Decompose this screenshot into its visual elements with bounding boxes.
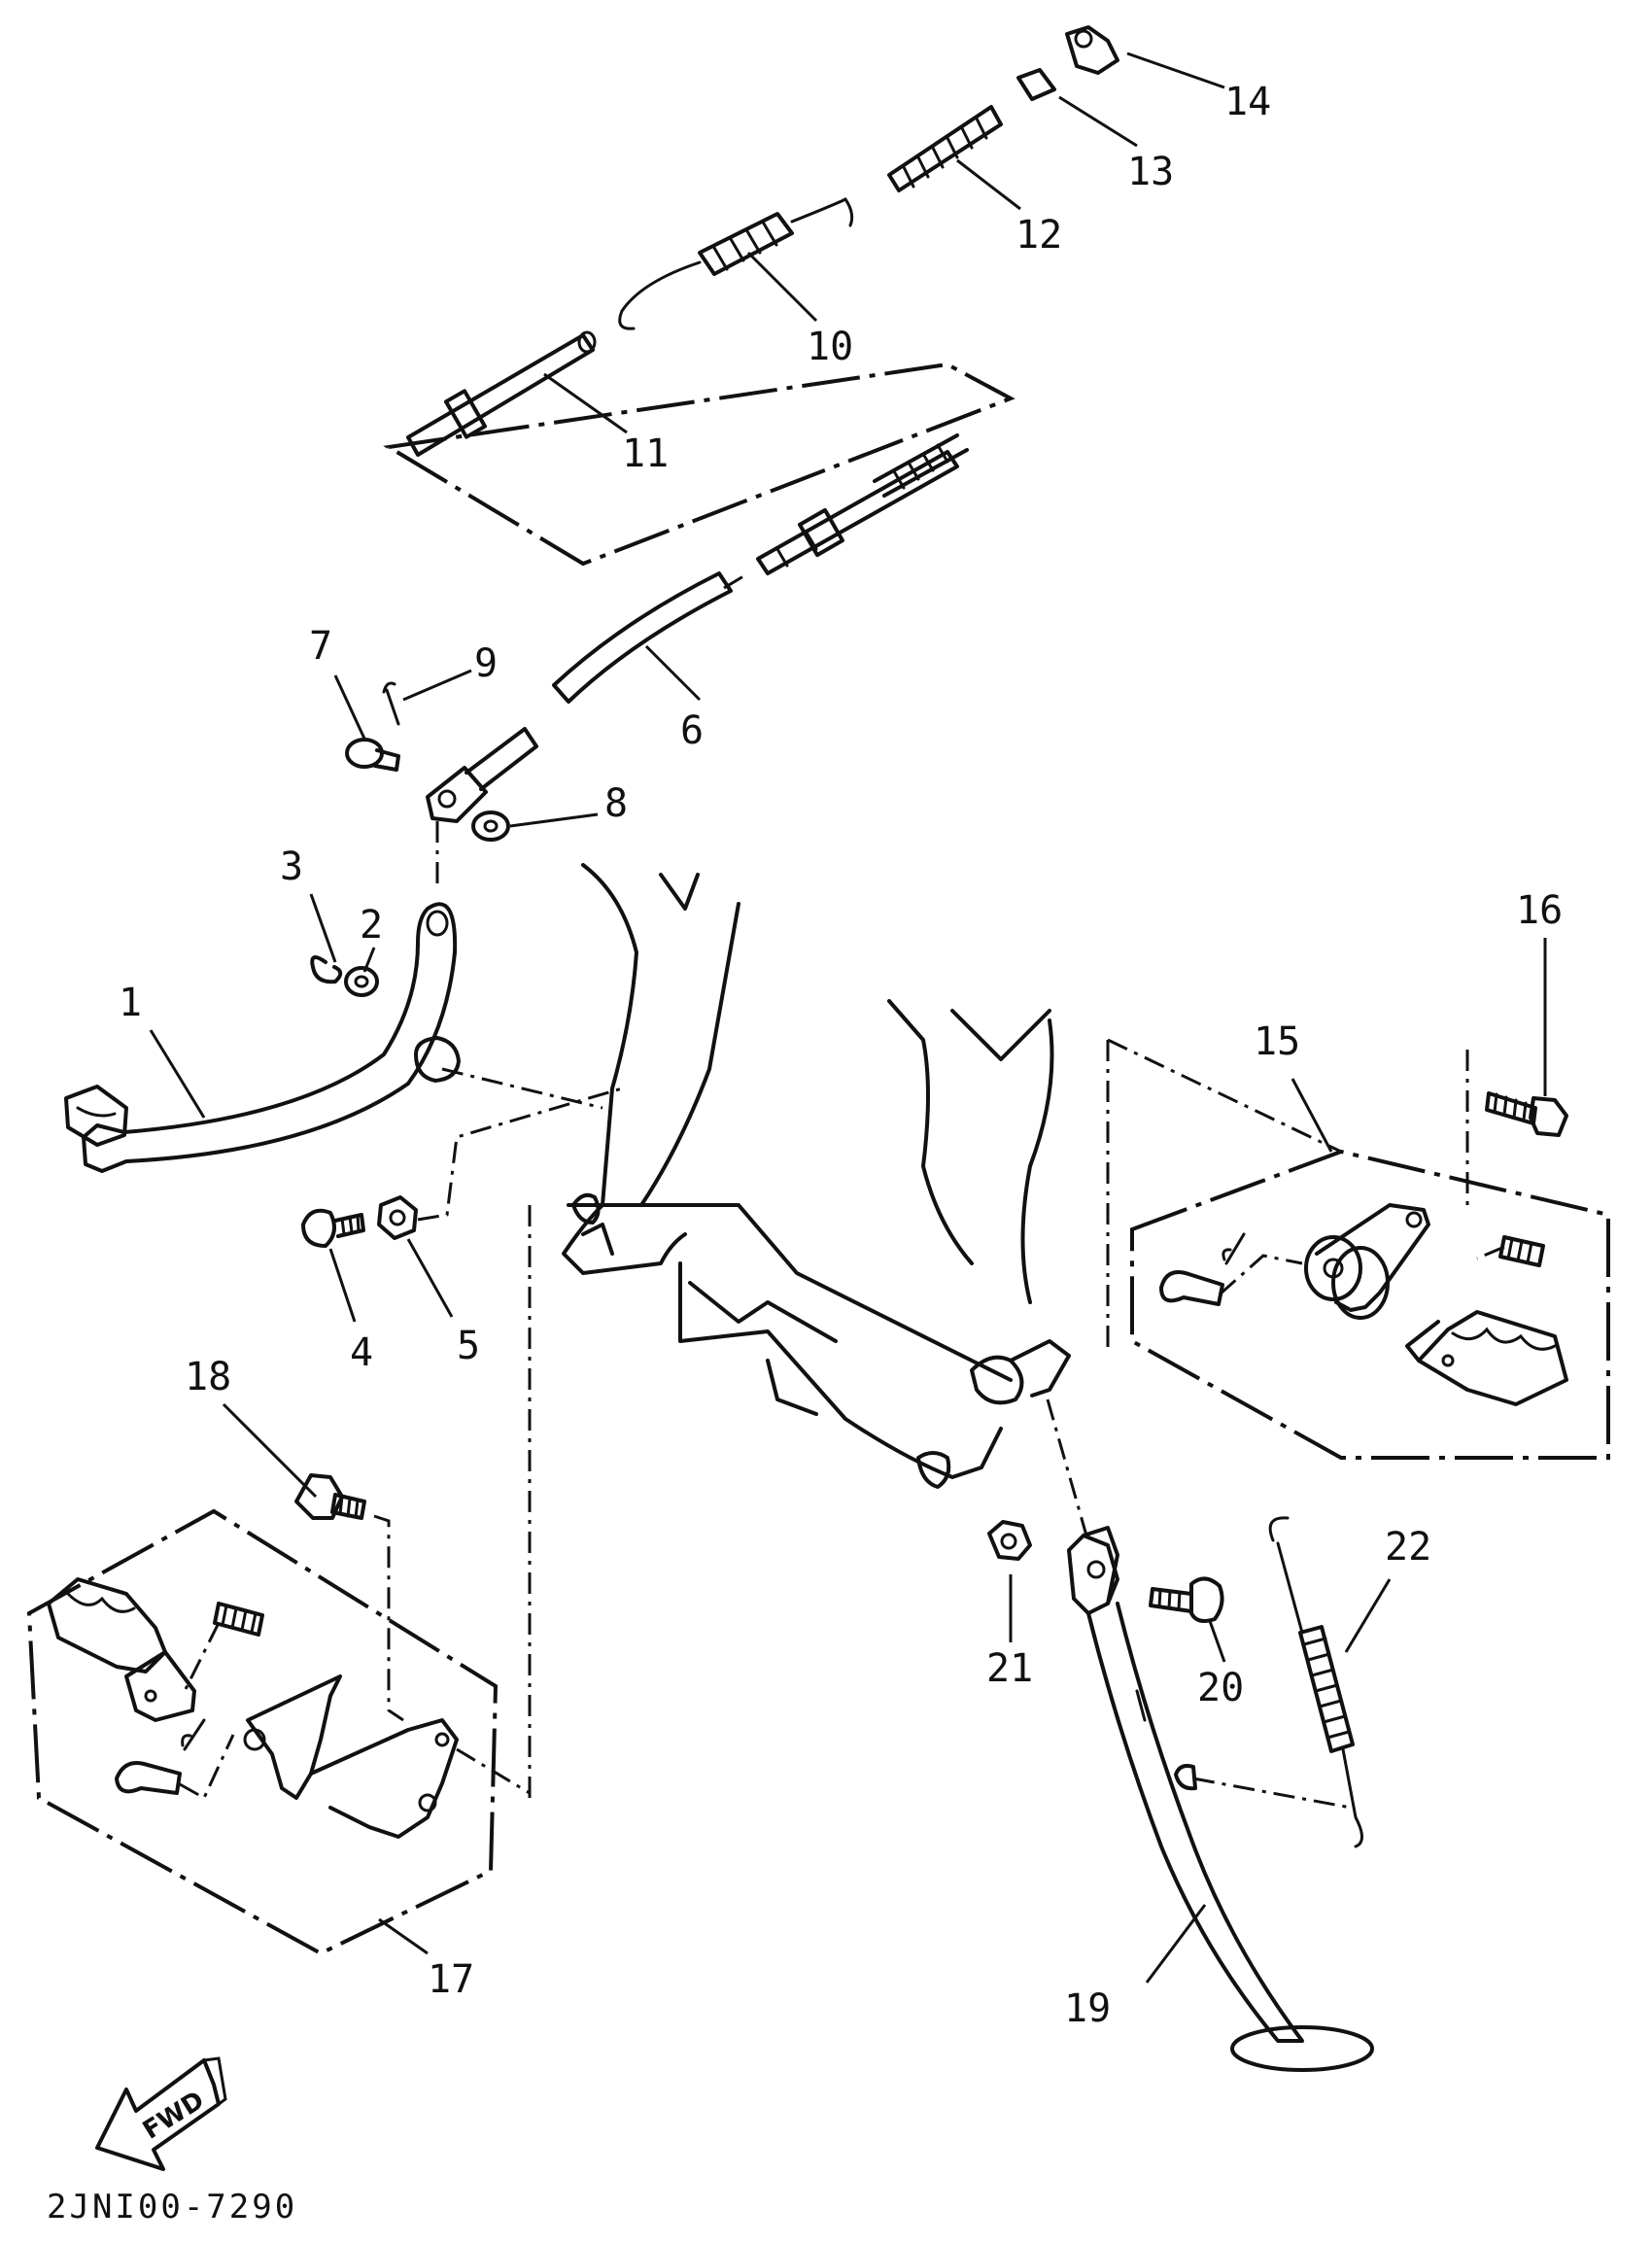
callout-18: 18 [185,1355,231,1399]
bolt-18 [294,1473,404,1722]
callout-8: 8 [604,781,628,826]
rear-brake-rod-assembly [383,25,1119,704]
bolt-16 [1465,1050,1568,1210]
cotter-pin-9 [382,681,400,726]
wing-nut-14 [1065,25,1119,75]
nut-5 [377,1195,418,1240]
callout-9: 9 [474,641,498,686]
spring-12 [887,105,1003,192]
right-footrest-assembly [1106,1038,1610,1460]
footrest-17-frame [26,1508,499,1956]
brake-pedal-assembly [64,681,623,1248]
bolt-4 [301,1208,365,1248]
callout-14: 14 [1224,80,1271,124]
fwd-arrow-icon: FWD [95,2056,227,2171]
callout-3: 3 [280,845,303,889]
spring-10 [618,197,854,330]
rod-11 [406,330,597,457]
seal-2 [344,966,379,997]
washer-8 [471,811,510,842]
joint-13 [1016,68,1056,101]
callout-16: 16 [1516,888,1563,933]
callout-11: 11 [622,431,669,476]
callout-17: 17 [428,1957,474,2002]
callout-12: 12 [1015,213,1062,258]
pin-7 [345,738,400,772]
frame-outline [562,863,1071,1489]
left-footrest-assembly [26,1205,532,1956]
callout-19: 19 [1064,1986,1111,2031]
callout-4: 4 [350,1330,373,1375]
callout-10: 10 [807,325,853,369]
callout-7: 7 [309,624,332,669]
nut-21 [987,1520,1032,1561]
callout-15: 15 [1254,1019,1300,1064]
callout-labels: 14 13 12 10 11 6 7 9 8 3 2 1 4 5 18 17 1… [119,80,1563,2031]
leader-lines [149,52,1547,1984]
callout-13: 13 [1127,150,1174,194]
side-stand-assembly [987,1398,1374,2072]
clevis [426,727,538,889]
callout-22: 22 [1385,1525,1431,1570]
bolt-20 [1149,1576,1224,1623]
callout-21: 21 [986,1646,1033,1691]
callout-1: 1 [119,981,142,1025]
diagram-code: 2JNI00-7290 [47,2188,297,2226]
callout-2: 2 [360,903,383,948]
spring-22 [1268,1516,1363,1848]
callout-6: 6 [680,708,704,753]
circlip-3 [310,955,343,984]
brake-pedal-1 [64,902,461,1173]
callout-5: 5 [457,1324,480,1368]
rod-6 [552,433,969,704]
rod-kit-frame [383,362,1015,567]
callout-20: 20 [1197,1666,1244,1710]
